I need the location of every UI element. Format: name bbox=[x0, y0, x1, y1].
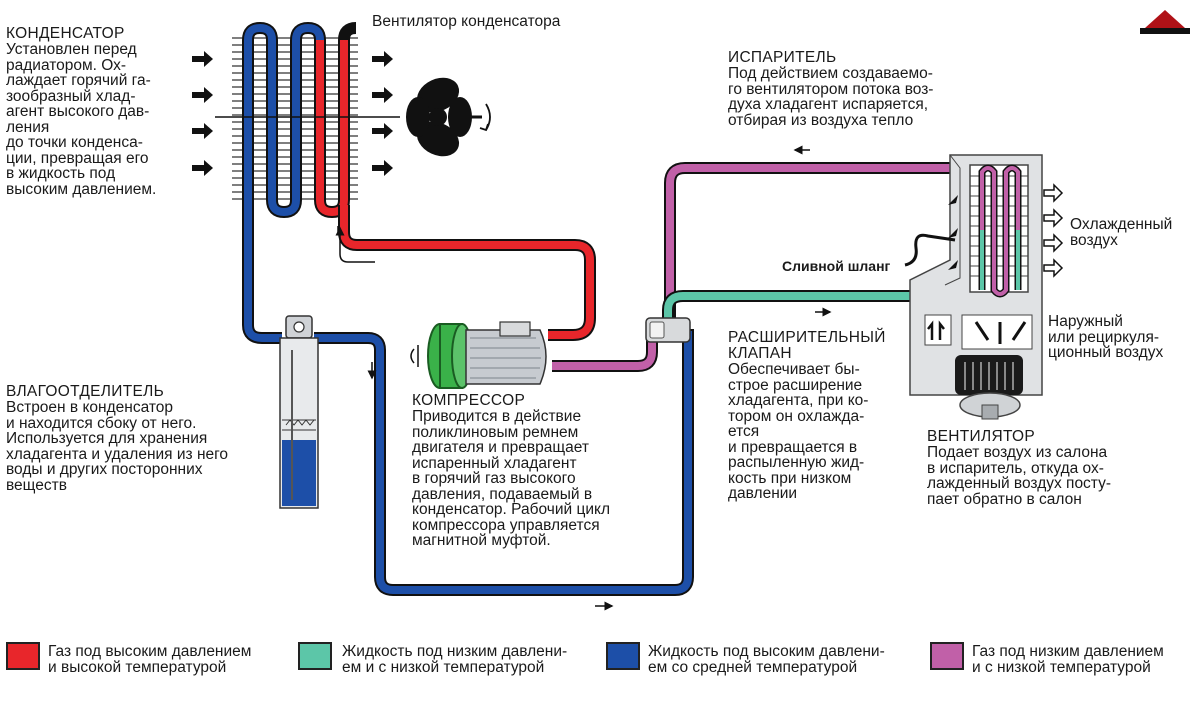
cooled-air-label: Охлажденный воздух bbox=[1070, 216, 1173, 249]
expansion-valve-description: Обеспечивает бы- строе расширение хладаг… bbox=[728, 361, 869, 502]
dryer-title: ВЛАГООТДЕЛИТЕЛЬ bbox=[6, 383, 165, 400]
airflow-arrows-right bbox=[372, 51, 393, 176]
evaporator-housing bbox=[904, 154, 1043, 420]
evaporator-title: ИСПАРИТЕЛЬ bbox=[728, 49, 837, 66]
legend-label-low-pressure-liquid: Жидкость под низким давлени- ем и с низк… bbox=[342, 643, 568, 676]
condenser-fan-label: Вентилятор конденсатора bbox=[372, 13, 561, 30]
expansion-valve-title: РАСШИРИТЕЛЬНЫЙ КЛАПАН bbox=[728, 329, 886, 362]
legend-swatch-low-pressure-liquid bbox=[298, 642, 332, 670]
dryer-description: Встроен в конденсатор и находится сбоку … bbox=[6, 399, 229, 494]
compressor-description: Приводится в действие поликлиновым ремне… bbox=[412, 408, 611, 549]
legend-label-high-pressure-gas: Газ под высоким давлением и высокой темп… bbox=[48, 643, 252, 676]
legend-swatch-low-pressure-gas bbox=[930, 642, 964, 670]
condenser bbox=[215, 21, 400, 219]
legend-label-high-pressure-liquid: Жидкость под высоким давлени- ем со сред… bbox=[648, 643, 885, 676]
condenser-description: Установлен перед радиатором. Ох- лаждает… bbox=[6, 41, 157, 198]
evaporator-description: Под действием создаваемо- го вентиляторо… bbox=[728, 65, 934, 129]
fan-icon bbox=[406, 77, 491, 157]
expansion-valve bbox=[645, 317, 691, 343]
receiver-dryer bbox=[279, 315, 319, 509]
airflow-arrows-left bbox=[192, 51, 213, 176]
compressor-title: КОМПРЕССОР bbox=[412, 392, 526, 409]
condenser-title: КОНДЕНСАТОР bbox=[6, 25, 125, 42]
legend-label-low-pressure-gas: Газ под низким давлением и с низкой темп… bbox=[972, 643, 1164, 676]
cooled-air-arrows bbox=[1043, 183, 1064, 278]
outside-air-label: Наружный или рециркуля- ционный воздух bbox=[1048, 313, 1164, 361]
logo bbox=[1140, 10, 1190, 34]
blower-description: Подает воздух из салона в испаритель, от… bbox=[927, 444, 1111, 508]
legend-swatch-high-pressure-liquid bbox=[606, 642, 640, 670]
compressor bbox=[410, 321, 547, 389]
drain-hose-label: Сливной шланг bbox=[782, 258, 891, 274]
legend-swatch-high-pressure-gas bbox=[6, 642, 40, 670]
blower-title: ВЕНТИЛЯТОР bbox=[927, 428, 1036, 445]
